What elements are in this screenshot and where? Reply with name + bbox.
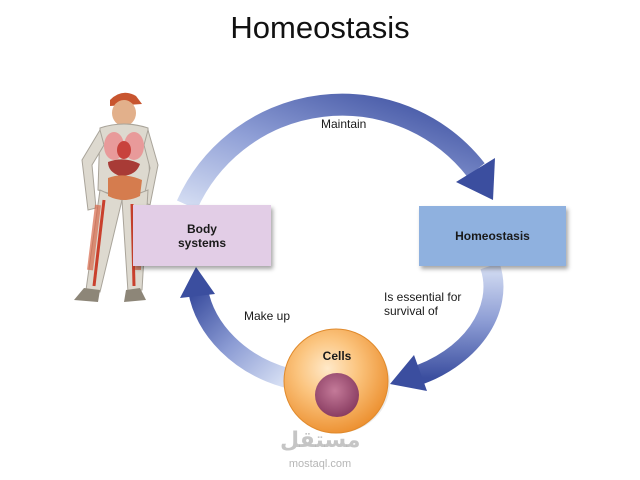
- body-systems-label: Body systems: [177, 221, 227, 250]
- body-systems-box: Body systems: [133, 205, 271, 266]
- make-up-label: Make up: [244, 309, 291, 323]
- diagram-title: Homeostasis: [230, 10, 410, 45]
- essential-arrow: [390, 262, 504, 391]
- watermark-site: mostaql.com: [288, 458, 352, 470]
- human-anatomy-figure-icon: [74, 92, 159, 302]
- watermark-arabic: مستقل: [280, 428, 361, 453]
- maintain-arrow: [176, 93, 495, 210]
- nucleus-icon: [315, 373, 359, 417]
- cell-icon: [283, 328, 390, 434]
- homeostasis-label: Homeostasis: [455, 229, 530, 243]
- essential-label: Is essential for survival of: [384, 290, 462, 318]
- maintain-label: Maintain: [321, 117, 367, 131]
- make-up-arrow: [180, 267, 290, 388]
- homeostasis-box: Homeostasis: [419, 206, 566, 266]
- cells-label: Cells: [322, 349, 352, 363]
